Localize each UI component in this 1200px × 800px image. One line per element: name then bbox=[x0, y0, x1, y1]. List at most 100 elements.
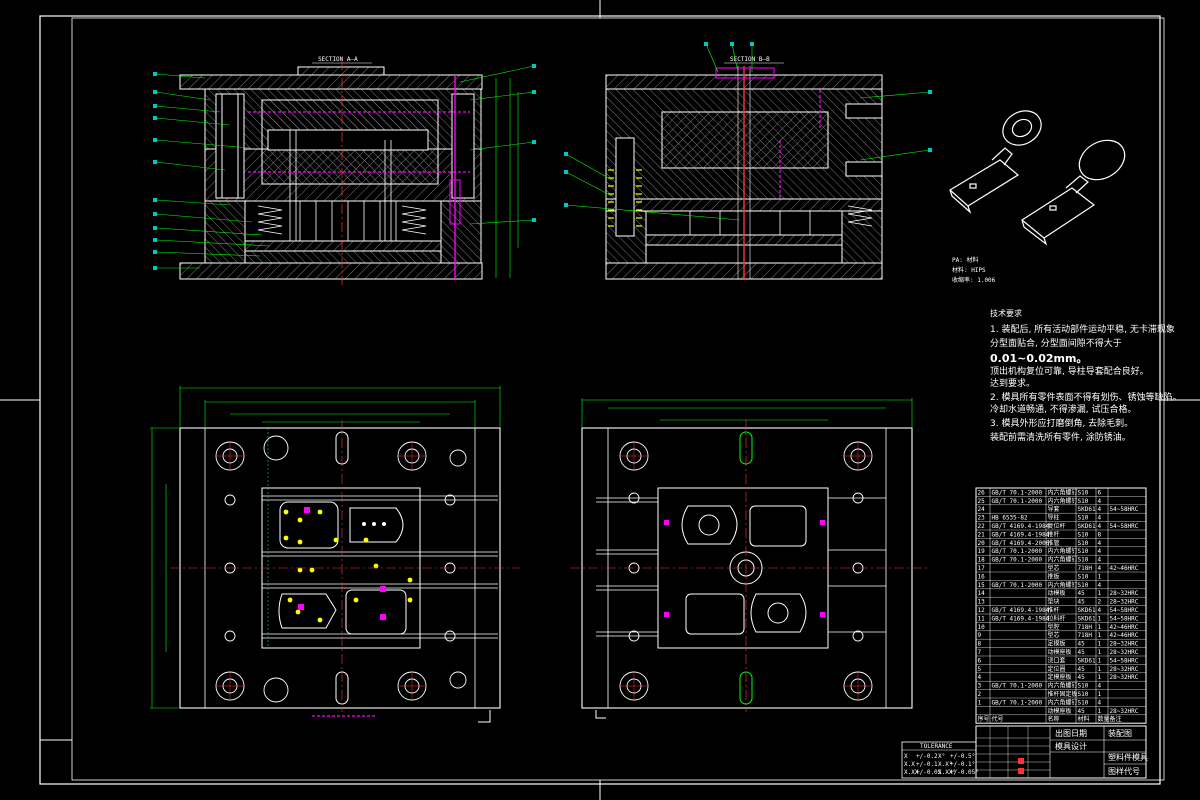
bom-cell: 1 bbox=[1098, 632, 1102, 639]
bom-cell: S10 bbox=[1078, 699, 1089, 706]
bom-cell: 定模板 bbox=[1048, 640, 1066, 648]
bom-cell: 18 bbox=[978, 557, 986, 564]
tech-line-9: 装配前需清洗所有零件, 涂防锈油。 bbox=[990, 431, 1131, 443]
section-b-title: SECTION B—B bbox=[730, 56, 770, 63]
bom-cell: 20 bbox=[978, 540, 986, 547]
bom-cell: 浇口套 bbox=[1048, 656, 1066, 664]
bom-cell: GB/T 70.1-2000 bbox=[992, 557, 1043, 564]
bom-cell: 垫块 bbox=[1048, 598, 1060, 606]
bom-header-cell: 材料 bbox=[1078, 715, 1090, 723]
title-block-name: 塑料件模具 bbox=[1108, 752, 1148, 762]
bom-cell: 定位圈 bbox=[1048, 665, 1066, 673]
tolerance-row-2-b: +/-0.1 bbox=[916, 761, 938, 768]
bom-cell: 1 bbox=[1098, 641, 1102, 648]
bom-cell: 3 bbox=[978, 683, 982, 690]
tolerance-row-2-c: X.X° bbox=[938, 761, 952, 768]
bom-cell: 28~32HRC bbox=[1110, 641, 1139, 648]
bom-cell: 24 bbox=[978, 506, 986, 513]
bom-cell: GB/T 4169.4-1984 bbox=[992, 523, 1050, 530]
bom-cell: 718H bbox=[1078, 565, 1093, 572]
tech-line-7: 冷却水道畅通, 不得渗漏, 试压合格。 bbox=[990, 403, 1136, 415]
bom-cell: 42~46HRC bbox=[1110, 565, 1139, 572]
tech-line-3: 0.01~0.02mm。 bbox=[990, 352, 1087, 365]
tolerance-row-3-a: X.XX bbox=[904, 769, 919, 776]
title-block-date: 出图日期 bbox=[1055, 728, 1087, 738]
tech-line-8: 3. 模具外形应打磨倒角, 去除毛刺。 bbox=[990, 417, 1133, 429]
bom-cell: 内六角螺钉 bbox=[1048, 556, 1078, 564]
bom-cell: 1 bbox=[1098, 708, 1102, 715]
bom-cell: 9 bbox=[978, 632, 982, 639]
bom-cell: 4 bbox=[1098, 557, 1102, 564]
plan-view-fixed-half bbox=[150, 386, 520, 723]
bom-cell: 内六角螺钉 bbox=[1048, 581, 1078, 589]
bom-cell: 拉料杆 bbox=[1048, 614, 1066, 622]
bom-header-cell: 备注 bbox=[1110, 715, 1122, 723]
technical-requirements: 技术要求 1. 装配后, 所有活动部件运动平稳, 无卡滞现象 分型面贴合, 分型… bbox=[990, 308, 1181, 443]
section-a-title: SECTION A—A bbox=[318, 56, 358, 63]
bom-cell: 4 bbox=[1098, 506, 1102, 513]
bom-cell: 26 bbox=[978, 489, 986, 496]
bom-cell: 28~32HRC bbox=[1110, 649, 1139, 656]
bom-cell: 7 bbox=[978, 649, 982, 656]
bom-cell: 4 bbox=[1098, 582, 1102, 589]
bom-cell: GB/T 4169.4-1984 bbox=[992, 615, 1050, 622]
tech-title: 技术要求 bbox=[990, 308, 1022, 318]
bom-cell: 17 bbox=[978, 565, 986, 572]
tolerance-row-3-d: +/-0.05° bbox=[950, 769, 979, 776]
bom-header-cell: 名称 bbox=[1048, 715, 1060, 723]
bom-cell: S10 bbox=[1078, 489, 1089, 496]
tolerance-row-1-c: X° bbox=[938, 753, 945, 760]
bom-header-cell: 代号 bbox=[992, 715, 1004, 723]
bom-cell: 28~32HRC bbox=[1110, 674, 1139, 681]
part-info-line-1: PA: 材料 bbox=[952, 256, 978, 264]
bom-cell: 10 bbox=[978, 624, 986, 631]
tolerance-row-3-c: X.XX° bbox=[938, 769, 956, 776]
bom-cell: S10 bbox=[1078, 515, 1089, 522]
bom-cell: SKD61 bbox=[1078, 506, 1096, 513]
bom-cell: GB/T 70.1-2000 bbox=[992, 683, 1043, 690]
bom-cell: GB/T 70.1-2000 bbox=[992, 582, 1043, 589]
bom-cell: 23 bbox=[978, 515, 986, 522]
bom-cell: SKD61 bbox=[1078, 657, 1096, 664]
bom-cell: 25 bbox=[978, 498, 986, 505]
bom-cell: 1 bbox=[1098, 590, 1102, 597]
tech-line-6: 2. 模具所有零件表面不得有划伤、锈蚀等缺陷。 bbox=[990, 391, 1181, 403]
bom-cell: GB/T 70.1-2000 bbox=[992, 699, 1043, 706]
bom-cell: 42~46HRC bbox=[1110, 624, 1139, 631]
bom-cell: 45 bbox=[1078, 641, 1086, 648]
bom-cell: 推杆 bbox=[1048, 530, 1060, 538]
bom-cell: 内六角螺钉 bbox=[1048, 682, 1078, 690]
bom-cell: S10 bbox=[1078, 582, 1089, 589]
bom-cell: 15 bbox=[978, 582, 986, 589]
bom-cell: S10 bbox=[1078, 540, 1089, 547]
bom-cell: 21 bbox=[978, 531, 986, 538]
part-isometric-sketch bbox=[948, 110, 1126, 246]
bom-cell: 718H bbox=[1078, 624, 1093, 631]
bom-cell: 14 bbox=[978, 590, 986, 597]
bom-cell: S10 bbox=[1078, 691, 1089, 698]
section-a-a-view: SECTION A—A bbox=[153, 56, 536, 285]
bom-cell: 内六角螺钉 bbox=[1048, 497, 1078, 505]
bom-cell: 28~32HRC bbox=[1110, 708, 1139, 715]
bom-cell: 45 bbox=[1078, 649, 1086, 656]
bom-cell: 11 bbox=[978, 615, 986, 622]
bom-cell: GB/T 4169.4-1984 bbox=[992, 531, 1050, 538]
bom-cell: 4 bbox=[1098, 515, 1102, 522]
bom-cell: 12 bbox=[978, 607, 986, 614]
bom-cell: S10 bbox=[1078, 573, 1089, 580]
bom-cell: 8 bbox=[1098, 531, 1102, 538]
bom-cell: 2 bbox=[978, 691, 982, 698]
bom-cell: GB/T 70.1-2000 bbox=[992, 498, 1043, 505]
bom-cell: 4 bbox=[1098, 548, 1102, 555]
bom-cell: 6 bbox=[1098, 489, 1102, 496]
bom-cell: 复位杆 bbox=[1048, 522, 1066, 530]
bom-cell: 5 bbox=[978, 666, 982, 673]
bom-cell: 4 bbox=[1098, 699, 1102, 706]
title-block: 出图日期 模具设计 装配图 塑料件模具 图样代号 bbox=[975, 725, 1148, 779]
tolerance-row-1-d: +/-0.5° bbox=[950, 753, 975, 760]
bom-cell: 2 bbox=[1098, 599, 1102, 606]
bom-cell: 54~58HRC bbox=[1110, 523, 1139, 530]
